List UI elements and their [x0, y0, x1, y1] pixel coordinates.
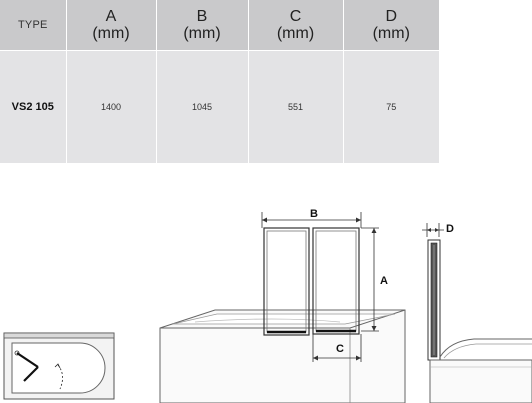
header-c-unit: (mm) [276, 24, 315, 42]
cell-c: 551 [248, 50, 344, 163]
table-row: VS2 105 1400 1045 551 75 [0, 50, 439, 163]
front-view-diagram: B A C [159, 208, 406, 403]
header-d-unit: (mm) [372, 24, 410, 42]
header-c: C (mm) [248, 0, 344, 51]
header-b-unit: (mm) [183, 24, 221, 42]
cell-d: 75 [386, 101, 397, 112]
dimension-label-b: B [310, 208, 318, 220]
cell-a: 1400 [66, 50, 157, 163]
header-b-letter: B [196, 7, 208, 25]
dimension-label-d: D [446, 223, 454, 235]
cell-type: VS2 105 [0, 50, 67, 163]
side-view-diagram: D [422, 223, 532, 403]
header-d: D (mm) [343, 0, 439, 51]
dimension-label-c: C [336, 343, 344, 355]
plan-view-diagram [3, 332, 115, 400]
header-d-letter: D [385, 7, 398, 25]
header-a-letter: A [105, 7, 117, 25]
dimensions-table: TYPE A (mm) B (mm) C (mm) D (mm) VS2 105… [0, 0, 439, 163]
header-b: B (mm) [156, 0, 249, 51]
cell-b: 1045 [156, 50, 249, 163]
header-c-letter: C [289, 7, 302, 25]
table-header-row: TYPE A (mm) B (mm) C (mm) D (mm) [0, 0, 439, 51]
header-a: A (mm) [66, 0, 157, 51]
header-a-unit: (mm) [92, 24, 130, 42]
dimension-label-a: A [380, 275, 388, 287]
header-type: TYPE [0, 0, 67, 51]
